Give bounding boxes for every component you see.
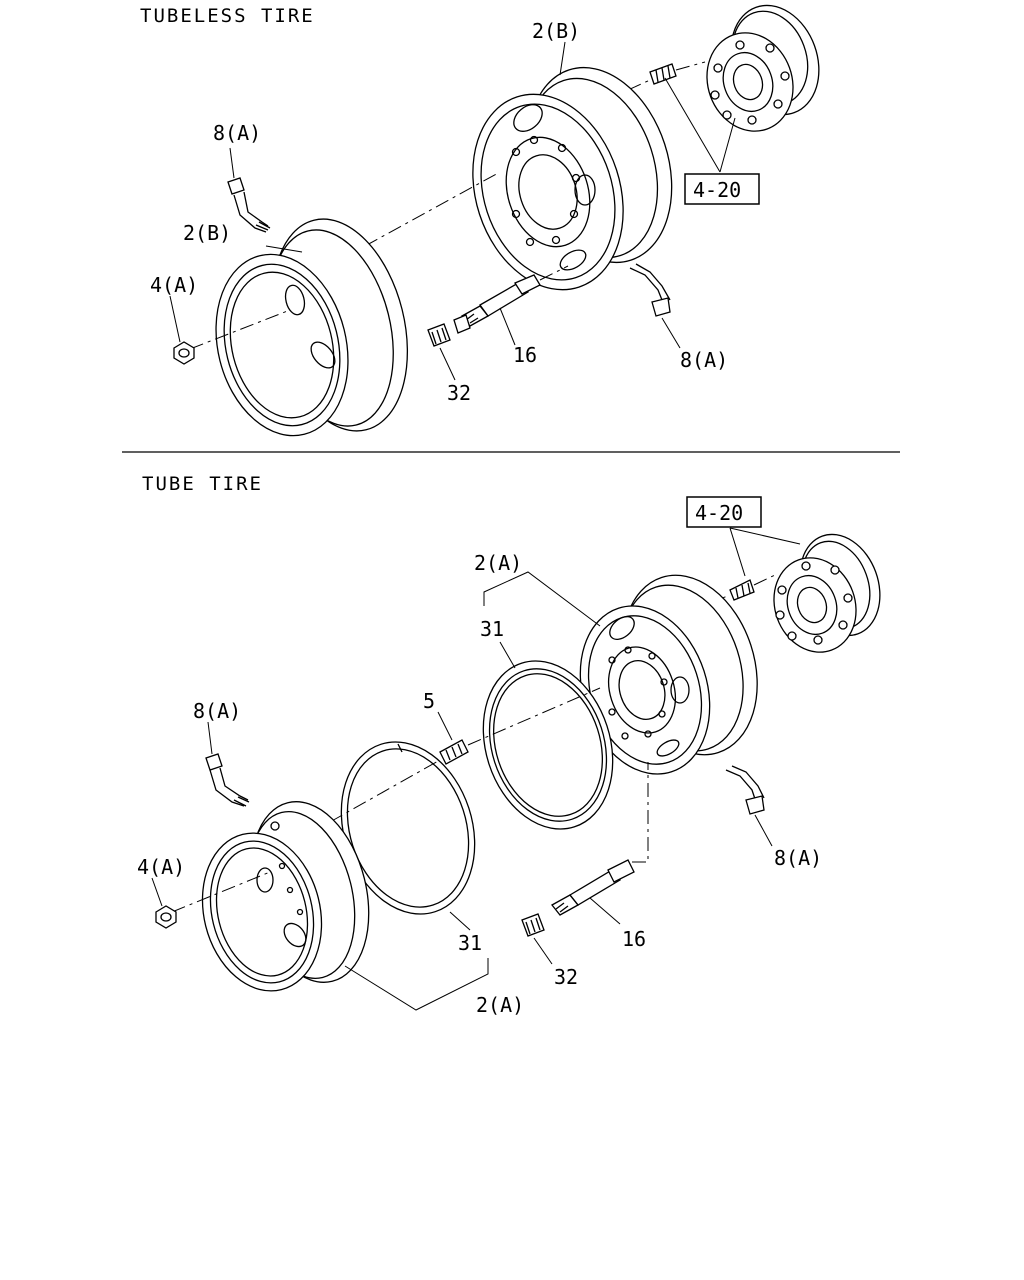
callout-valve-left-bottom: 8(A) bbox=[193, 699, 241, 723]
callout-inner-nut-top: 32 bbox=[447, 381, 471, 405]
valve-stem-5 bbox=[439, 687, 601, 765]
callout-wheel-inner-top: 2(B) bbox=[532, 19, 580, 43]
callout-valve-right-top: 8(A) bbox=[680, 348, 728, 372]
callout-ring-bottom: 31 bbox=[458, 931, 482, 955]
leader-stud-bottom bbox=[589, 897, 621, 925]
callout-valve-left-top: 8(A) bbox=[213, 121, 261, 145]
leader-valve-stem bbox=[437, 711, 453, 741]
wheel-outer-top bbox=[215, 218, 409, 437]
callout-wheel-outer-top: 2(B) bbox=[183, 221, 231, 245]
leader-valve-right-top bbox=[661, 317, 681, 349]
axis-line-top-nut bbox=[189, 309, 291, 350]
hub-assembly-bottom bbox=[773, 533, 881, 653]
leader-ring-bottom bbox=[449, 911, 471, 931]
leader-ref-top-b bbox=[719, 117, 736, 173]
leader-inner-nut-bottom bbox=[533, 937, 553, 965]
callout-wheel-bottom: 2(A) bbox=[476, 993, 524, 1017]
leader-wheel-outer-top bbox=[265, 245, 303, 253]
section-title-tube: TUBE TIRE bbox=[142, 473, 263, 495]
callout-valve-stem: 5 bbox=[423, 689, 435, 713]
stud-top bbox=[461, 265, 569, 327]
bracket-wheel-top bbox=[483, 571, 601, 627]
leader-valve-left-bottom bbox=[207, 721, 213, 755]
leader-valve-right-bottom bbox=[754, 814, 773, 847]
wheel-inner-top bbox=[472, 66, 673, 291]
leader-wheel-inner-top bbox=[559, 41, 566, 76]
valve-right-top bbox=[629, 263, 671, 317]
axis-line-bottom-nut bbox=[171, 871, 271, 913]
leader-ring-top bbox=[499, 641, 516, 669]
section-title-tubeless: TUBELESS TIRE bbox=[140, 5, 315, 27]
axis-line-bottom bbox=[329, 759, 441, 823]
inner-nut-top bbox=[427, 314, 471, 347]
stud-bottom bbox=[551, 762, 649, 916]
ref-box-top-label: 4-20 bbox=[693, 178, 741, 202]
callout-valve-right-bottom: 8(A) bbox=[774, 846, 822, 870]
ring-top-bottom-section bbox=[482, 660, 614, 830]
callout-stud-bottom: 16 bbox=[622, 927, 646, 951]
bracket-wheel-bottom bbox=[344, 958, 489, 1011]
ref-box-top bbox=[684, 173, 760, 205]
callout-wheel-top: 2(A) bbox=[474, 551, 522, 575]
callout-inner-nut-bottom: 32 bbox=[554, 965, 578, 989]
nut-top bbox=[173, 341, 195, 365]
leader-ref-bottom-a bbox=[729, 527, 746, 577]
valve-left-top bbox=[227, 177, 271, 233]
wheel-outer-bottom bbox=[201, 801, 370, 992]
hub-stud-top bbox=[627, 61, 706, 91]
nut-bottom bbox=[155, 905, 177, 929]
leader-ref-bottom-b bbox=[729, 527, 801, 545]
leader-stud-top bbox=[499, 307, 516, 346]
hub-assembly-top bbox=[706, 4, 820, 132]
leader-inner-nut-top bbox=[439, 347, 456, 381]
leader-valve-left-top bbox=[229, 147, 235, 179]
leader-ref-top-a bbox=[664, 77, 721, 173]
callout-ring-top: 31 bbox=[480, 617, 504, 641]
ref-box-bottom bbox=[686, 496, 762, 528]
ref-box-bottom-label: 4-20 bbox=[695, 501, 743, 525]
leader-nut-bottom bbox=[151, 877, 163, 907]
callout-stud-top: 16 bbox=[513, 343, 537, 367]
valve-left-bottom bbox=[205, 753, 250, 807]
axis-line-top bbox=[364, 171, 501, 247]
callout-nut-bottom: 4(A) bbox=[137, 855, 185, 879]
valve-right-bottom bbox=[725, 765, 765, 815]
inner-nut-bottom bbox=[521, 913, 545, 937]
leader-nut-top bbox=[169, 295, 181, 343]
callout-nut-top: 4(A) bbox=[150, 273, 198, 297]
